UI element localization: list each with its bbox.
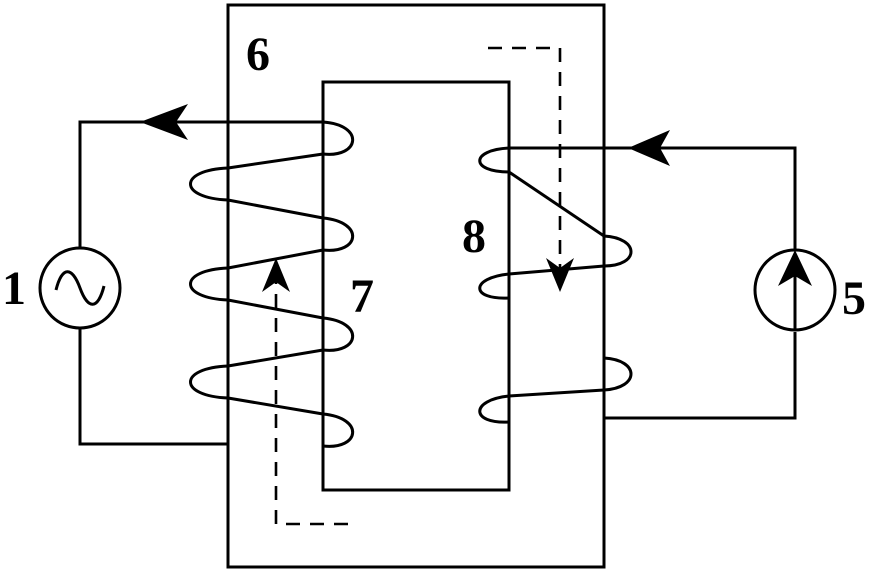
label-core: 6	[246, 28, 270, 81]
label-coil-left: 7	[350, 270, 374, 323]
right-circuit-wire	[509, 146, 797, 420]
core-inner-window	[321, 80, 511, 492]
coil-left-winding	[189, 120, 355, 448]
flux-arrow-down-icon	[546, 258, 574, 292]
core-outer-frame	[226, 3, 606, 569]
label-coil-right: 8	[462, 210, 486, 263]
flux-arrow-up-icon	[262, 258, 290, 292]
label-source-ac: 1	[2, 262, 26, 315]
left-circuit-wire	[78, 120, 323, 446]
flux-path-left	[262, 258, 348, 526]
up-arrow-icon	[778, 250, 812, 286]
current-arrow-left-icon	[140, 104, 188, 140]
coil-right-winding	[478, 146, 633, 424]
ac-source	[38, 246, 122, 330]
dc-current-source	[753, 248, 837, 332]
current-arrow-right-icon	[628, 130, 670, 166]
sine-wave-icon	[54, 270, 106, 306]
label-source-dc: 5	[842, 272, 866, 325]
flux-path-right	[488, 46, 574, 292]
